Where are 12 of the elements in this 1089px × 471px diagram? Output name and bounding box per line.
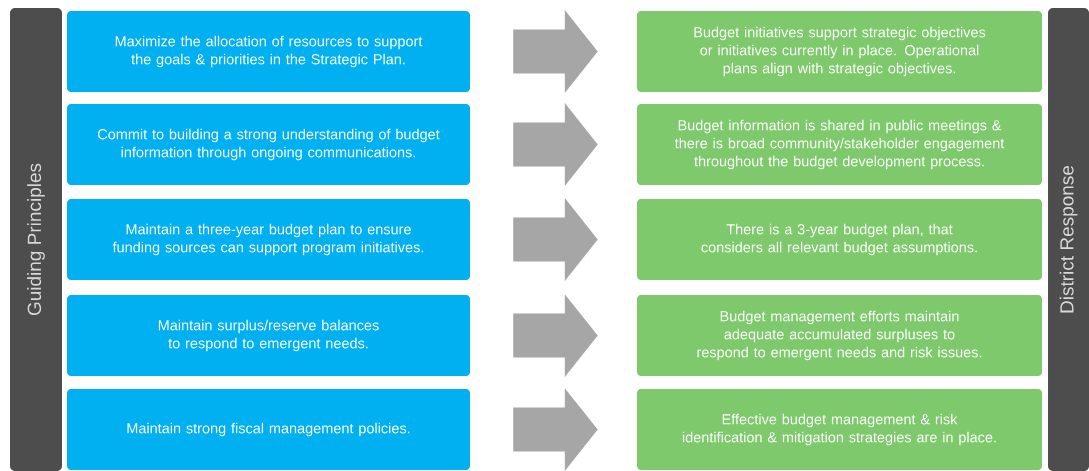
principle-box: Maintain strong fiscal management policies.: [67, 389, 470, 470]
side-bar: District Response: [1048, 8, 1089, 471]
response-box: Budget information is shared in public meetings & there is broad community/stakeholder engagement throughout the budget development process.: [637, 104, 1042, 185]
principle-box: Commit to building a strong understanding of budget information through ongoing communications.: [67, 104, 470, 185]
response-box: There is a 3-year budget plan, that considers all relevant budget assumptions.: [637, 199, 1042, 280]
response-box: Budget management efforts maintain adequate accumulated surpluses to respond to emergent needs and risk issues.: [637, 295, 1042, 376]
principle-box: Maximize the allocation of resources to support the goals & priorities in the Strategic Plan.: [67, 11, 470, 92]
side-bar: Guiding Principles: [10, 8, 62, 471]
response-box: Effective budget management & risk identification & mitigation strategies are in place.: [637, 389, 1042, 470]
principle-box: Maintain surplus/reserve balances to respond to emergent needs.: [67, 295, 470, 376]
response-box: Budget initiatives support strategic objectives or initiatives currently in place. Operational plans align with strategic objectives.: [637, 11, 1042, 92]
principle-box: Maintain a three-year budget plan to ensure funding sources can support program initiatives.: [67, 199, 470, 280]
